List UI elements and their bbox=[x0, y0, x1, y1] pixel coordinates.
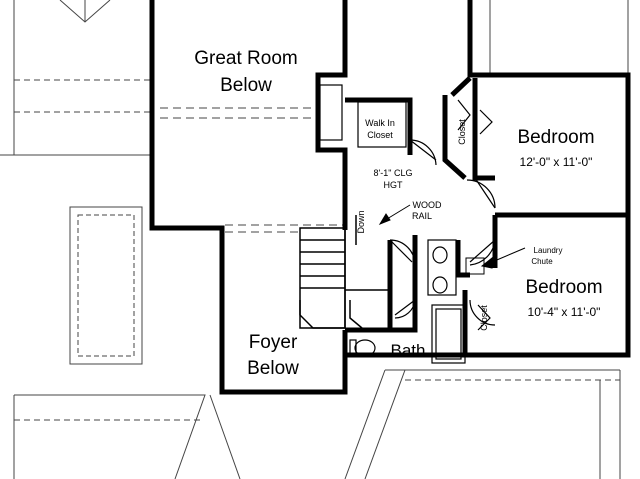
wood-rail-sublabel: RAIL bbox=[412, 211, 432, 221]
doors bbox=[389, 99, 496, 331]
bedroom-1-label: Bedroom bbox=[517, 127, 594, 148]
wood-rail-leader bbox=[378, 204, 411, 226]
wood-rail-label: WOOD bbox=[413, 200, 442, 210]
great-room-label: Great Room bbox=[194, 48, 297, 69]
closet-1-label: Closet bbox=[457, 119, 467, 145]
great-room-sublabel: Below bbox=[220, 75, 272, 96]
down-label: Down bbox=[356, 210, 366, 233]
ceiling-height-label: 8'-1" CLG bbox=[374, 168, 413, 178]
foyer-sublabel: Below bbox=[247, 358, 299, 379]
bedroom-2-size: 10'-4" x 11'-0" bbox=[528, 305, 601, 319]
open-to-below-lines bbox=[160, 107, 345, 233]
staircase bbox=[299, 215, 390, 329]
laundry-chute-arrow bbox=[465, 247, 526, 275]
skylight bbox=[69, 206, 143, 365]
bedroom-2-label: Bedroom bbox=[525, 277, 602, 298]
walk-in-closet-box bbox=[319, 84, 407, 148]
laundry-chute-label: Laundry bbox=[534, 246, 563, 255]
ceiling-height-sublabel: HGT bbox=[384, 180, 404, 190]
walk-in-closet-label: Walk In bbox=[365, 118, 395, 128]
bath-fixtures bbox=[349, 239, 466, 364]
bath-label: Bath bbox=[391, 341, 426, 360]
walk-in-closet-sublabel: Closet bbox=[367, 130, 393, 140]
bedroom-1-size: 12'-0" x 11'-0" bbox=[520, 155, 593, 169]
closet-2-label: Closet bbox=[479, 305, 489, 331]
laundry-chute-sublabel: Chute bbox=[531, 257, 553, 266]
foyer-label: Foyer bbox=[249, 332, 298, 353]
